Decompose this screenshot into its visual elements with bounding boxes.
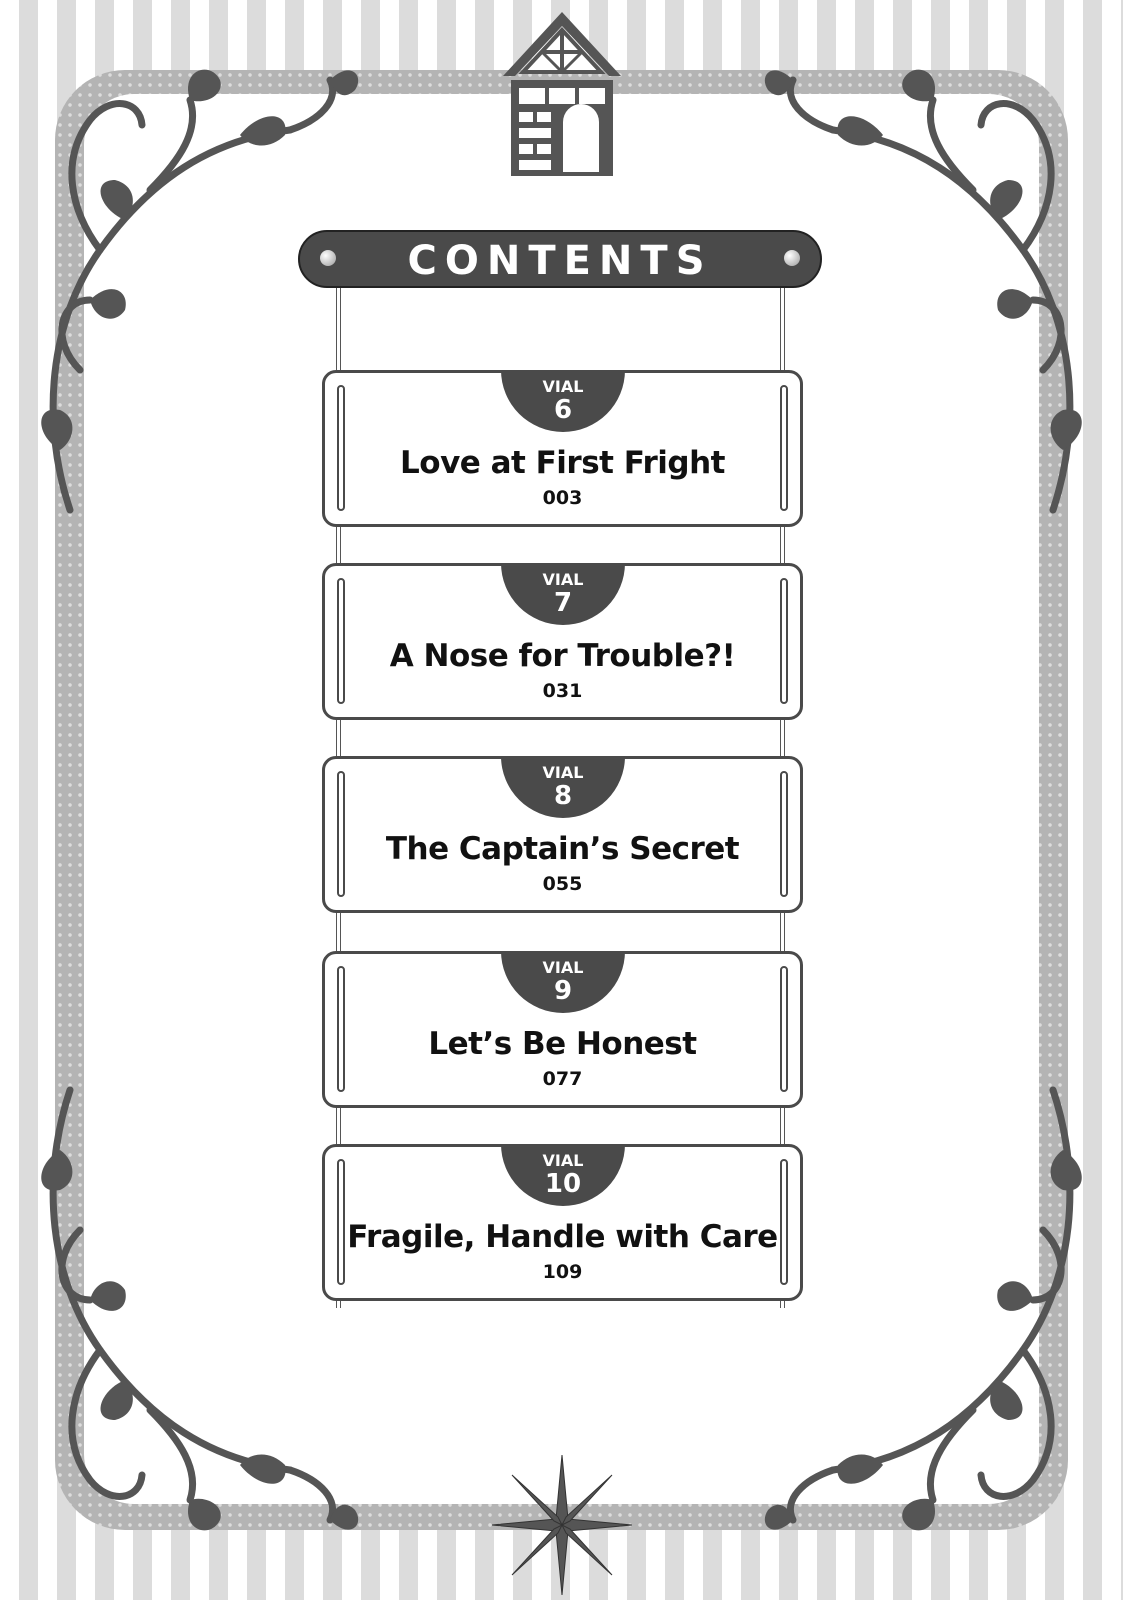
chapter-entry[interactable]: VIAL 9 Let’s Be Honest 077 <box>322 951 803 1108</box>
chapter-badge-label: VIAL <box>542 763 584 782</box>
chapter-number: 6 <box>553 395 573 425</box>
contents-title-plate: CONTENTS <box>298 230 822 288</box>
chapter-entry[interactable]: VIAL 7 A Nose for Trouble?! 031 <box>322 563 803 720</box>
page-title: CONTENTS <box>407 238 713 284</box>
chapter-badge: VIAL 9 <box>501 951 625 1013</box>
chapter-entry[interactable]: VIAL 6 Love at First Fright 003 <box>322 370 803 527</box>
chapter-number: 7 <box>553 588 573 618</box>
rivet-icon <box>320 250 336 266</box>
vine-ornament-top-right <box>753 40 1093 520</box>
chapter-entry[interactable]: VIAL 10 Fragile, Handle with Care 109 <box>322 1144 803 1301</box>
chapter-badge-label: VIAL <box>542 570 584 589</box>
vine-ornament-bottom-left <box>30 1080 370 1560</box>
chapter-page-number: 055 <box>542 873 583 895</box>
chapter-page-number: 077 <box>542 1068 583 1090</box>
chapter-title: Let’s Be Honest <box>428 1026 697 1062</box>
chapter-page-number: 003 <box>542 487 583 509</box>
chapter-number: 9 <box>553 976 573 1006</box>
vine-ornament-top-left <box>30 40 370 520</box>
chapter-badge-label: VIAL <box>542 958 584 977</box>
chapter-title: The Captain’s Secret <box>385 831 740 867</box>
chapter-title: Fragile, Handle with Care <box>347 1219 778 1255</box>
chapter-page-number: 031 <box>542 680 583 702</box>
chapter-badge: VIAL 6 <box>501 370 625 432</box>
chapter-entry[interactable]: VIAL 8 The Captain’s Secret 055 <box>322 756 803 913</box>
chapter-badge: VIAL 8 <box>501 756 625 818</box>
house-icon <box>497 8 627 182</box>
chapter-title: Love at First Fright <box>400 445 725 481</box>
rivet-icon <box>784 250 800 266</box>
vine-ornament-bottom-right <box>753 1080 1093 1560</box>
compass-star-icon <box>491 1454 633 1599</box>
chapter-badge-label: VIAL <box>542 377 584 396</box>
chapter-title: A Nose for Trouble?! <box>389 638 736 674</box>
chapter-badge: VIAL 10 <box>501 1144 625 1206</box>
chapter-number: 8 <box>553 781 573 811</box>
chapter-badge: VIAL 7 <box>501 563 625 625</box>
chapter-number: 10 <box>544 1169 582 1199</box>
chapter-badge-label: VIAL <box>542 1151 584 1170</box>
chapter-page-number: 109 <box>542 1261 583 1283</box>
